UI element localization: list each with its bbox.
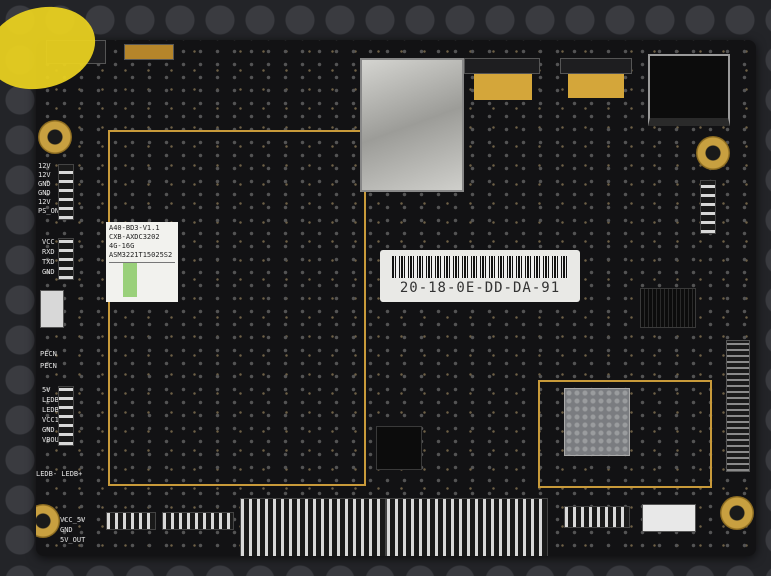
silk-label: GND: [38, 189, 51, 197]
silk-label: GND: [60, 526, 73, 534]
flash-chip: [640, 288, 696, 328]
sd-card-slot: [360, 58, 464, 192]
mac-address-sticker: 20-18-0E-DD-DA-91: [380, 250, 580, 302]
silk-label: LEDB+: [42, 406, 64, 414]
mounting-hole: [720, 496, 754, 530]
silk-label: TXD: [42, 258, 55, 266]
silk-label: GND: [42, 268, 55, 276]
silk-label: LEDB- LEDB+: [36, 470, 83, 478]
usb-pad: [568, 74, 624, 98]
bottom-pin-header: [240, 498, 386, 556]
silk-label: RXD: [42, 248, 55, 256]
trace-border-left: [108, 130, 366, 486]
sticker-grid: [109, 262, 175, 297]
soc-chip: [376, 426, 422, 470]
circuit-board: 20-18-0E-DD-DA-91 A40-BD3-V1.1 CXB-AXDC3…: [36, 40, 756, 556]
ethernet-port: [648, 54, 730, 126]
barcode: [392, 256, 568, 278]
mounting-hole: [38, 120, 72, 154]
bottom-pin-header: [386, 498, 548, 556]
sticker-line: ASM3221T15025S2: [109, 251, 173, 259]
silk-label: 5V: [42, 386, 51, 394]
mounting-hole: [696, 136, 730, 170]
silk-label: LEDB+: [42, 396, 64, 404]
usb-connector: [560, 58, 632, 74]
mac-address-text: 20-18-0E-DD-DA-91: [399, 280, 561, 296]
bottom-pin-header: [564, 506, 630, 528]
silk-label: VBOUT: [42, 436, 64, 444]
silk-label: PECN: [40, 350, 57, 358]
sticker-line: A40-BD3-V1.1: [109, 224, 160, 232]
board-version-sticker: A40-BD3-V1.1 CXB-AXDC3202 4G-16G ASM3221…: [106, 222, 178, 302]
silk-label: 5V_OUT: [60, 536, 86, 544]
silk-label: 12V: [38, 198, 51, 206]
usb-pad: [474, 74, 532, 100]
usb-connector: [464, 58, 540, 74]
pin-header-uart: [58, 238, 74, 280]
trace-border-right: [538, 380, 712, 488]
bottom-right-connector: [642, 504, 696, 532]
silk-label: VCC18: [42, 416, 64, 424]
silk-label: VCC_5V: [60, 516, 86, 524]
bottom-pin-header: [106, 512, 156, 530]
silk-label: PS_ON: [38, 207, 60, 215]
silk-label: GND: [42, 426, 55, 434]
top-connector: [124, 44, 174, 60]
wifi-module: [564, 388, 630, 456]
right-pin-header: [700, 180, 716, 234]
fpc-connector: [40, 290, 64, 328]
silk-label: GND: [38, 180, 51, 188]
silk-label: 12V: [38, 162, 51, 170]
sticker-line: CXB-AXDC3202: [109, 233, 160, 241]
silk-label: PECN: [40, 362, 57, 370]
pin-header-lcd: [58, 386, 74, 446]
right-connector: [726, 340, 750, 472]
silk-label: 12V: [38, 171, 51, 179]
silk-label: VCC: [42, 238, 55, 246]
sticker-line: 4G-16G: [109, 242, 135, 250]
bottom-pin-header: [162, 512, 234, 530]
pin-header-power: [58, 164, 74, 220]
